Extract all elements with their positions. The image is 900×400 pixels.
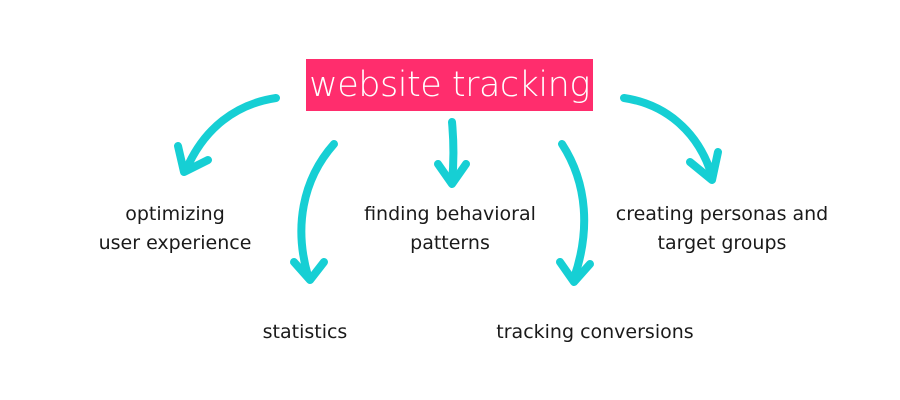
label-line: finding behavioral xyxy=(364,203,536,225)
label-creating-personas: creating personas and target groups xyxy=(597,200,847,258)
label-statistics: statistics xyxy=(240,318,370,347)
label-optimizing-user-experience: optimizing user experience xyxy=(80,200,270,258)
label-line: patterns xyxy=(410,232,490,254)
label-line: creating personas and xyxy=(615,203,829,225)
arrow-personas xyxy=(620,94,722,184)
label-line: target groups xyxy=(657,232,787,254)
arrow-optimizing-ux xyxy=(174,94,280,176)
label-finding-behavioral-patterns: finding behavioral patterns xyxy=(345,200,555,258)
label-line: optimizing xyxy=(125,203,225,225)
diagram-title: website tracking xyxy=(306,59,593,111)
arrow-statistics xyxy=(290,140,338,284)
label-tracking-conversions: tracking conversions xyxy=(470,318,720,347)
arrow-tracking-conversions xyxy=(556,140,594,286)
label-line: user experience xyxy=(98,232,252,254)
label-line: tracking conversions xyxy=(496,321,694,343)
label-line: statistics xyxy=(262,321,348,343)
arrow-behavioral-patterns xyxy=(434,118,470,188)
